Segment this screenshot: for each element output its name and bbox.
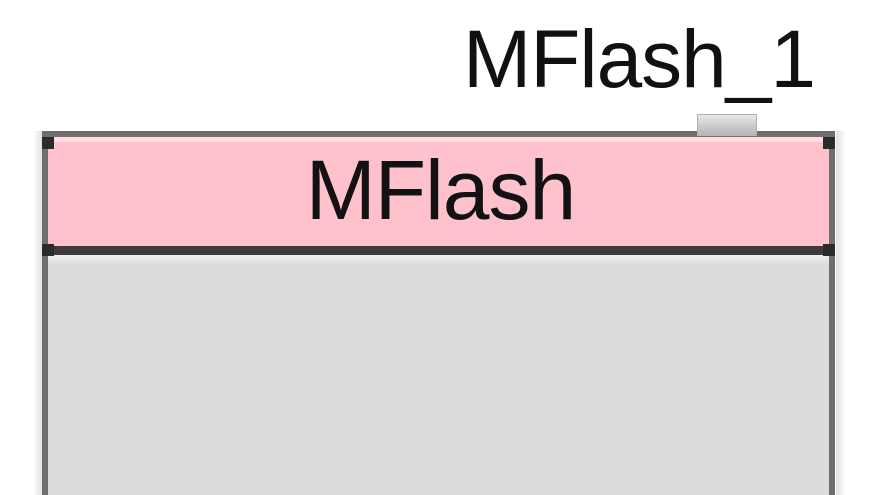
block-type-name: MFlash: [305, 142, 576, 237]
block-body-compartment[interactable]: [48, 255, 829, 495]
block-right-edge-shadow: [836, 131, 846, 495]
block-instance-label: MFlash_1: [462, 14, 816, 105]
mflash-block[interactable]: MFlash: [42, 131, 835, 495]
block-port-stub[interactable]: [697, 114, 757, 136]
block-header[interactable]: MFlash: [48, 137, 829, 255]
